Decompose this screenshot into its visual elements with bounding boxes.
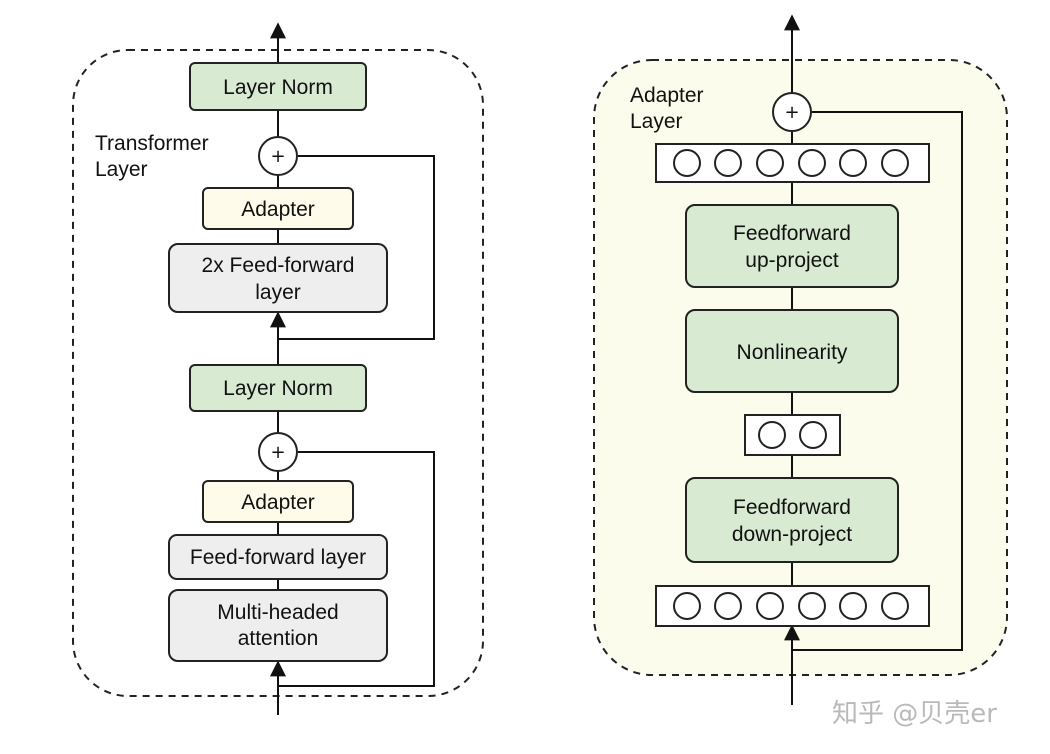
output-neuron (714, 149, 742, 177)
feed-forward-layer-box: Feed-forward layer (168, 534, 388, 580)
transformer-layer-title: Transformer Layer (95, 132, 214, 181)
svg-text:Feedforward: Feedforward (733, 496, 851, 519)
top-layer-norm-box: Layer Norm (189, 62, 367, 111)
output-vector (655, 143, 930, 183)
multi-headed-attention-box: Multi-headed attention (168, 589, 388, 662)
adapter-plus-node: + (772, 92, 812, 132)
svg-text:Feedforward: Feedforward (733, 222, 851, 245)
input-neuron (881, 592, 909, 620)
transformer-connectors (270, 22, 435, 715)
svg-text:Nonlinearity: Nonlinearity (737, 341, 848, 364)
adapter-connectors (784, 14, 963, 705)
bottleneck-vector (744, 414, 841, 456)
bottleneck-neuron (799, 421, 827, 449)
bottom-plus-node: + (258, 432, 298, 472)
svg-text:Adapter: Adapter (241, 491, 315, 514)
output-neuron (798, 149, 826, 177)
nonlinearity-box: Nonlinearity (685, 309, 899, 393)
svg-text:+: + (270, 442, 285, 463)
svg-text:Adapter: Adapter (241, 198, 315, 221)
adapter-layer-title: Adapter Layer (630, 84, 709, 133)
svg-text:attention: attention (238, 627, 319, 650)
svg-text:up-project: up-project (745, 249, 839, 272)
output-neuron (881, 149, 909, 177)
svg-text:Feed-forward layer: Feed-forward layer (190, 546, 366, 569)
svg-text:+: + (270, 146, 285, 167)
input-neuron (839, 592, 867, 620)
top-adapter-box: Adapter (202, 187, 354, 230)
feedforward-up-project-box: Feedforward up-project (685, 204, 899, 288)
feedforward-down-project-box: Feedforward down-project (685, 477, 899, 563)
output-neuron (839, 149, 867, 177)
bottom-adapter-box: Adapter (202, 480, 354, 523)
bottleneck-neuron (758, 421, 786, 449)
input-neuron (714, 592, 742, 620)
input-neuron (756, 592, 784, 620)
output-neuron (756, 149, 784, 177)
adapter-layer-panel: Adapter Layer + (593, 14, 1008, 705)
svg-text:Layer Norm: Layer Norm (223, 377, 333, 400)
svg-text:Layer Norm: Layer Norm (223, 76, 333, 99)
svg-text:+: + (784, 102, 799, 123)
svg-text:Multi-headed: Multi-headed (217, 601, 338, 624)
output-neuron (673, 149, 701, 177)
svg-text:2x Feed-forward: 2x Feed-forward (202, 254, 355, 277)
input-neuron (673, 592, 701, 620)
mid-layer-norm-box: Layer Norm (189, 364, 367, 412)
feed-forward-2x-box: 2x Feed-forward layer (168, 243, 388, 313)
svg-text:layer: layer (255, 281, 301, 304)
svg-text:down-project: down-project (732, 523, 852, 546)
input-neuron (798, 592, 826, 620)
input-vector (655, 585, 930, 627)
watermark: 知乎 @贝壳er (832, 699, 997, 729)
transformer-layer-panel: Transformer Layer Layer Norm + (72, 22, 484, 715)
top-plus-node: + (258, 136, 298, 176)
